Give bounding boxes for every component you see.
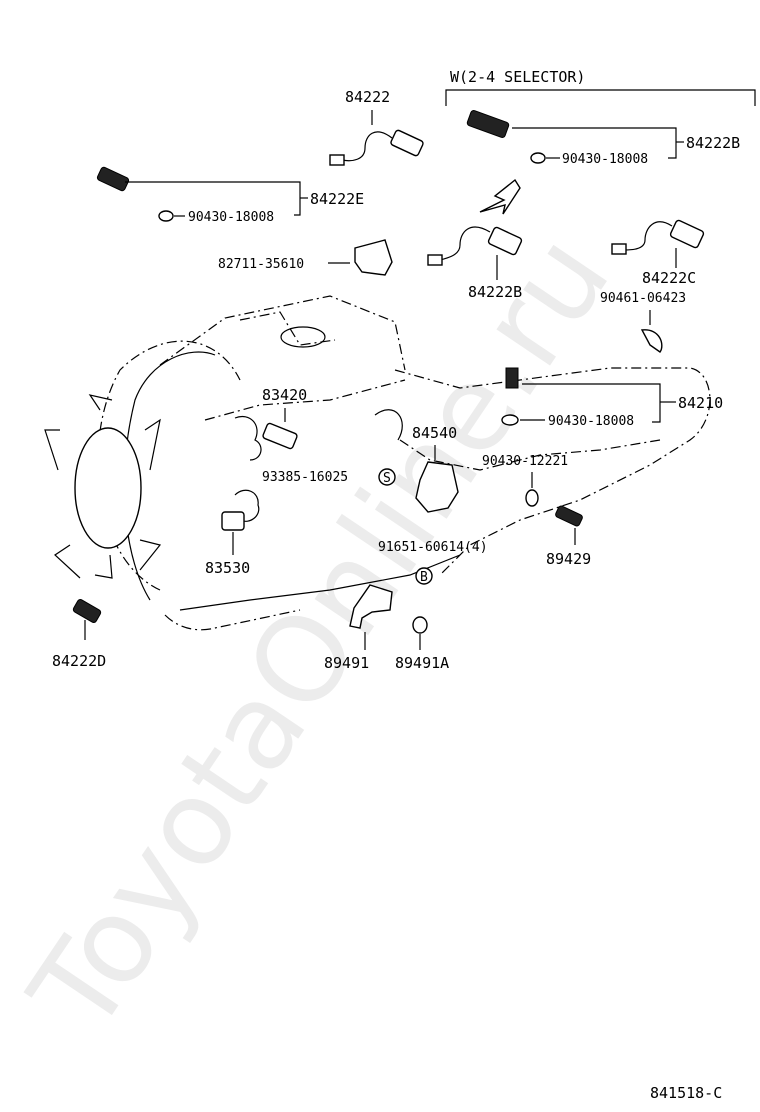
- label-84222b-top: 84222B: [686, 134, 740, 152]
- sensor-84222e[interactable]: 84222E 90430-18008: [96, 166, 364, 225]
- label-84222b-mid: 84222B: [468, 283, 522, 301]
- label-89491a: 89491A: [395, 654, 449, 672]
- engine-transmission-outline: [44, 295, 711, 631]
- label-90430-12221: 90430-12221: [482, 454, 568, 469]
- label-83420: 83420: [262, 386, 307, 404]
- sensor-84222b-mid[interactable]: 84222B: [427, 226, 522, 301]
- selector-note: W(2-4 SELECTOR): [450, 68, 585, 86]
- label-84540: 84540: [412, 424, 457, 442]
- label-90430-18008-left: 90430-18008: [188, 210, 274, 225]
- sensor-84222b-top[interactable]: 84222B 90430-18008: [466, 109, 740, 167]
- label-84222c: 84222C: [642, 269, 696, 287]
- cooling-fan: [44, 394, 162, 579]
- sensor-83530[interactable]: 83530: [205, 511, 250, 577]
- plug-93385[interactable]: 93385-16025 S: [262, 468, 396, 486]
- sensor-84222[interactable]: 84222: [329, 88, 424, 166]
- gasket-90430-12221[interactable]: 90430-12221: [482, 454, 568, 507]
- label-93385: 93385-16025: [262, 470, 348, 485]
- direction-arrow: [479, 178, 521, 215]
- label-90461: 90461-06423: [600, 291, 686, 306]
- label-90430-18008-right: 90430-18008: [548, 414, 634, 429]
- label-83530: 83530: [205, 559, 250, 577]
- sensor-84210[interactable]: 84210 90430-18008: [501, 367, 723, 429]
- label-84222d: 84222D: [52, 652, 106, 670]
- label-91651: 91651-60614(4): [378, 540, 488, 555]
- sensor-84222c[interactable]: 84222C 90461-06423: [600, 219, 705, 353]
- label-84222: 84222: [345, 88, 390, 106]
- figure-id: 841518-C: [650, 1084, 722, 1102]
- oring-89491a[interactable]: 89491A: [395, 616, 449, 672]
- label-82711: 82711-35610: [218, 257, 304, 272]
- selector-group: W(2-4 SELECTOR): [445, 68, 756, 106]
- label-90430-18008-top: 90430-18008: [562, 152, 648, 167]
- label-89429: 89429: [546, 550, 591, 568]
- bolt-91651[interactable]: 91651-60614(4) B: [378, 540, 488, 585]
- switch-84540[interactable]: 84540: [412, 424, 459, 513]
- label-89491: 89491: [324, 654, 369, 672]
- sensor-89491[interactable]: 89491: [324, 584, 393, 672]
- sensor-84222d[interactable]: 84222D: [52, 598, 106, 670]
- label-84210: 84210: [678, 394, 723, 412]
- sensor-83420[interactable]: 83420: [262, 386, 307, 450]
- label-84222e: 84222E: [310, 190, 364, 208]
- sensor-89429[interactable]: 89429: [546, 505, 591, 568]
- marker-b: B: [420, 570, 428, 585]
- bracket-82711[interactable]: 82711-35610: [218, 239, 393, 276]
- watermark: ToyotaOnline.ru: [3, 211, 636, 1057]
- marker-s: S: [383, 471, 391, 486]
